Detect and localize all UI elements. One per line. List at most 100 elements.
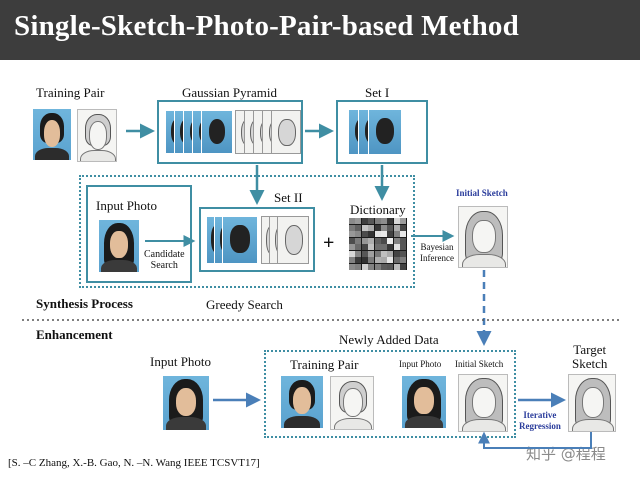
dictionary-patch	[374, 250, 381, 257]
dictionary-patch	[400, 250, 407, 257]
dictionary-patch	[400, 224, 407, 231]
dictionary-image	[349, 218, 407, 270]
dictionary-patch	[393, 244, 400, 250]
dictionary-patch	[368, 250, 375, 257]
dictionary-patch	[374, 244, 381, 250]
dictionary-patch	[349, 257, 355, 263]
dictionary-patch	[349, 250, 355, 257]
dictionary-patch	[374, 263, 381, 270]
dictionary-patch	[355, 244, 362, 250]
dictionary-patch	[393, 263, 400, 270]
dictionary-patch	[400, 231, 407, 237]
dictionary-patch	[361, 244, 368, 250]
dictionary-patch	[355, 231, 362, 237]
dictionary-patch	[349, 263, 355, 270]
dictionary-patch	[393, 224, 400, 231]
dictionary-patch	[368, 263, 375, 270]
enhancement-input-photo-small	[402, 376, 446, 428]
dictionary-patch	[374, 224, 381, 231]
dictionary-patch	[400, 257, 407, 263]
dictionary-patch	[387, 250, 394, 257]
dictionary-patch	[349, 244, 355, 250]
enhancement-training-sketch	[330, 376, 374, 430]
dictionary-patch	[355, 263, 362, 270]
dictionary-patch	[361, 263, 368, 270]
dictionary-patch	[381, 244, 387, 250]
training-photo	[33, 109, 71, 160]
dictionary-patch	[349, 237, 355, 244]
enhancement-initial-sketch-label: Initial Sketch	[455, 359, 504, 369]
dictionary-patch	[374, 257, 381, 263]
dictionary-patch	[387, 237, 394, 244]
dictionary-patch	[349, 224, 355, 231]
dictionary-patch	[361, 237, 368, 244]
dictionary-patch	[381, 218, 387, 224]
dictionary-patch	[368, 231, 375, 237]
dictionary-patch	[374, 231, 381, 237]
dictionary-patch	[400, 237, 407, 244]
dictionary-patch	[381, 224, 387, 231]
dictionary-patch	[400, 263, 407, 270]
synthesis-process-label: Synthesis Process	[36, 296, 133, 311]
gaussian-pyramid-box	[157, 100, 303, 164]
newly-added-dotted-box	[264, 350, 516, 438]
newly-added-data-label: Newly Added Data	[339, 332, 439, 347]
iterative-regression-label: Iterative Regression	[519, 410, 561, 431]
dictionary-patch	[374, 218, 381, 224]
dictionary-patch	[393, 257, 400, 263]
target-sketch-image	[568, 374, 616, 432]
enhancement-input-photo-label: Input Photo	[150, 354, 212, 369]
set1-label: Set I	[365, 85, 390, 100]
dictionary-patch	[387, 218, 394, 224]
bayesian-inference-label: Bayesian Inference	[420, 242, 454, 263]
enhancement-label: Enhancement	[36, 327, 113, 342]
enhancement-input-photo	[163, 376, 209, 430]
dictionary-patch	[381, 231, 387, 237]
dictionary-patch	[381, 263, 387, 270]
dictionary-patch	[381, 237, 387, 244]
enhancement-training-pair-label: Training Pair	[290, 357, 359, 372]
dictionary-patch	[361, 250, 368, 257]
title-bar: Single-Sketch-Photo-Pair-based Method	[0, 0, 640, 60]
dictionary-patch	[368, 224, 375, 231]
input-photo-box	[86, 185, 192, 283]
candidate-search-label: Candidate Search	[144, 249, 185, 271]
dictionary-patch	[355, 257, 362, 263]
dictionary-patch	[393, 250, 400, 257]
synthesis-dotted-box	[79, 175, 415, 288]
dictionary-patch	[355, 218, 362, 224]
dictionary-patch	[400, 218, 407, 224]
slide-title: Single-Sketch-Photo-Pair-based Method	[14, 10, 519, 42]
training-pair-label: Training Pair	[36, 85, 105, 100]
watermark: 知乎 @程程	[526, 445, 606, 463]
dictionary-patch	[387, 257, 394, 263]
dictionary-patch	[387, 231, 394, 237]
greedy-search-label: Greedy Search	[206, 297, 283, 312]
dictionary-patch	[381, 250, 387, 257]
enhancement-input-photo-small-label: Input Photo	[399, 359, 442, 369]
dictionary-patch	[361, 218, 368, 224]
dictionary-patch	[361, 224, 368, 231]
feedback-loop-arrow	[478, 431, 592, 449]
training-sketch	[77, 109, 117, 162]
dictionary-label: Dictionary	[350, 202, 406, 217]
initial-sketch-image	[458, 206, 508, 268]
dictionary-patch	[393, 231, 400, 237]
input-photo-label: Input Photo	[96, 198, 158, 213]
set2-box	[199, 207, 315, 272]
input-photo	[99, 220, 139, 272]
dictionary-patch	[355, 237, 362, 244]
dictionary-patch	[387, 244, 394, 250]
dictionary-patch	[387, 224, 394, 231]
dictionary-patch	[368, 237, 375, 244]
dictionary-patch	[393, 218, 400, 224]
dictionary-patch	[393, 237, 400, 244]
dictionary-patch	[355, 250, 362, 257]
target-sketch-label: Target Sketch	[572, 342, 608, 371]
citation: [S. –C Zhang, X.-B. Gao, N. –N. Wang IEE…	[8, 457, 260, 469]
enhancement-initial-sketch	[458, 374, 508, 432]
dictionary-patch	[387, 263, 394, 270]
set1-box	[336, 100, 428, 164]
gaussian-pyramid-label: Gaussian Pyramid	[182, 85, 277, 100]
dictionary-patch	[400, 244, 407, 250]
